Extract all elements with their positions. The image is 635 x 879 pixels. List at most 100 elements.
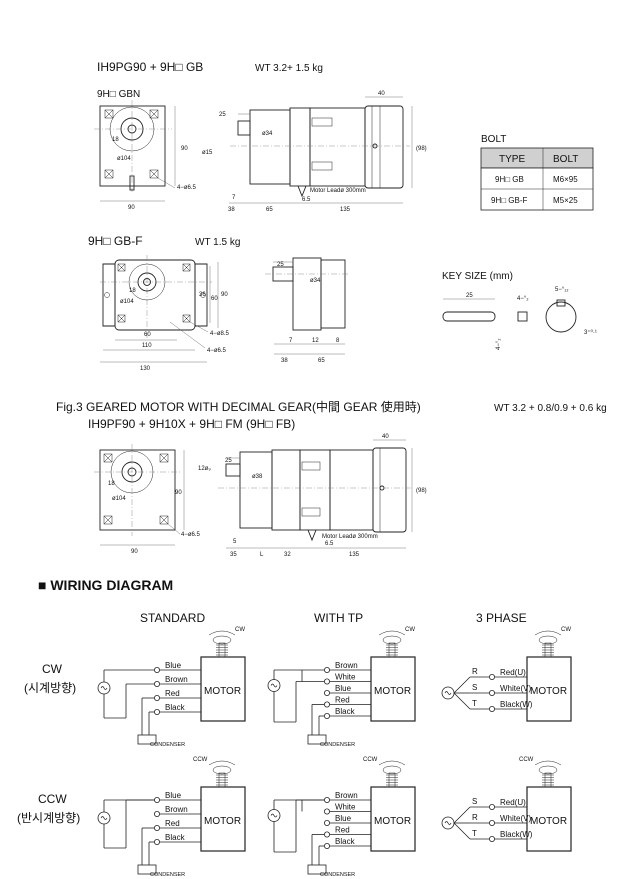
ac-wave [100, 816, 108, 820]
phase-wire-label: Black(W) [500, 700, 533, 709]
terminal [153, 667, 160, 674]
terminal [323, 797, 330, 804]
condenser-label: CONDENSER [150, 742, 185, 748]
dim2-d90: 90 [221, 292, 228, 298]
terminal [488, 804, 495, 811]
dim2-hole1: 4−ø8.5 [210, 331, 230, 337]
rotation-knob [382, 765, 402, 775]
rotation-label: CCW [363, 757, 378, 763]
condenser-label: CONDENSER [320, 872, 355, 878]
condenser-box [137, 864, 157, 875]
phase-letter: R [472, 667, 478, 676]
motor-label: MOTOR [374, 686, 411, 697]
rotation-knob [538, 635, 558, 645]
terminal [488, 820, 495, 827]
terminal [153, 681, 160, 688]
rotation-label: CW [405, 627, 415, 633]
col-3-phase: 3 PHASE [476, 611, 527, 625]
condenser-box [307, 734, 327, 745]
terminal [153, 797, 160, 804]
rotation-knob [382, 635, 402, 645]
dim2-pcd: ø104 [120, 299, 134, 305]
fig3-model: IH9PF90 + 9H10X + 9H□ FM (9H□ FB) [88, 417, 295, 431]
motor-box [370, 786, 416, 852]
terminal [323, 678, 330, 685]
wire-label: Brown [335, 791, 358, 800]
col-standard: STANDARD [140, 611, 205, 625]
dim-d18: 18 [112, 137, 119, 143]
motor-box [526, 786, 572, 852]
dim3-pcd: ø104 [112, 496, 126, 502]
section1-weight: WT 3.2+ 1.5 kg [255, 63, 323, 74]
terminal [488, 836, 495, 843]
dim3-wL: L [260, 552, 264, 558]
dim3-d12: 12ø₉ [198, 466, 211, 472]
motor-label: MOTOR [530, 816, 567, 827]
dim3-top40: 40 [382, 434, 389, 440]
section1-model: IH9PG90 + 9H□ GB [97, 60, 203, 74]
wire-label: Brown [165, 675, 188, 684]
condenser-box [137, 734, 157, 745]
dim-top40: 40 [378, 91, 385, 97]
condenser-label: CONDENSER [320, 742, 355, 748]
keysize-title: KEY SIZE (mm) [442, 271, 513, 282]
wire-label: Blue [335, 684, 352, 693]
bolt-row2-bolt: M5×25 [553, 196, 578, 205]
ccw-label: CCW [38, 792, 67, 806]
bolt-table: BOLT TYPE BOLT 9H□ GB M6×95 9H□ GB-F M5×… [480, 134, 594, 211]
terminal [153, 839, 160, 846]
section1-subtitle: 9H□ GBN [97, 89, 140, 100]
wire-label: Brown [165, 805, 188, 814]
dim3-h90: 90 [175, 490, 182, 496]
rotation-arrow [378, 630, 406, 636]
dim-h90: 90 [181, 146, 188, 152]
rotation-label: CCW [193, 757, 208, 763]
rotation-label: CW [235, 627, 245, 633]
dim2-w12: 12 [312, 338, 319, 344]
motor-box [370, 656, 416, 722]
dim-w38: 38 [228, 207, 235, 213]
motor-lead-3: Motor Leadø 300mm [322, 534, 378, 540]
phase-wire-label: Red(U) [500, 798, 526, 807]
wire-label: White [335, 803, 356, 812]
terminal [323, 820, 330, 827]
terminal [323, 831, 330, 838]
cw-label: CW [42, 662, 63, 676]
terminal [488, 674, 495, 681]
dim2-w7: 7 [289, 338, 293, 344]
dim-w90: 90 [128, 205, 135, 211]
wire-label: Black [335, 837, 356, 846]
dim3-w35: 35 [230, 552, 237, 558]
dim2-top25: 25 [277, 262, 284, 268]
wire-label: Blue [165, 661, 182, 670]
motor-label: MOTOR [204, 686, 241, 697]
dim2-w110: 110 [142, 343, 152, 349]
dim3-h98: (98) [416, 488, 427, 494]
section2-weight: WT 1.5 kg [195, 237, 240, 248]
phase-wire-label: Red(U) [500, 668, 526, 677]
dim2-shaft: ø34 [310, 278, 321, 284]
terminal [323, 843, 330, 850]
condenser-label: CONDENSER [150, 872, 185, 878]
dim3-d18: 18 [108, 481, 115, 487]
dim-pcd: ø104 [117, 156, 131, 162]
rotation-arrow [208, 630, 236, 636]
terminal [323, 713, 330, 720]
dim3-hole: 4−ø6.5 [181, 532, 201, 538]
terminal [323, 690, 330, 697]
dim2-w130: 130 [140, 366, 151, 372]
key-l4: 4−°₂ [496, 338, 502, 350]
ac-wave [444, 691, 452, 695]
dim-w65: 65 [266, 207, 273, 213]
phase-letter: R [472, 813, 478, 822]
dim2-w8: 8 [336, 338, 340, 344]
phase-letter: S [472, 683, 477, 692]
dim-w7: 7 [232, 195, 236, 201]
terminal [323, 808, 330, 815]
dim2-hole2: 4−ø6.5 [207, 348, 227, 354]
dim3-w32: 32 [284, 552, 291, 558]
